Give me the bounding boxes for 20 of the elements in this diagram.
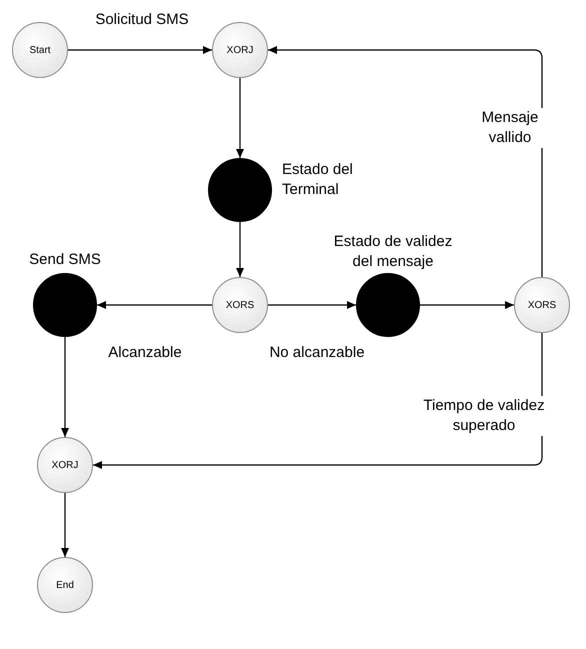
arrow	[61, 337, 69, 437]
node-label: XORS	[528, 298, 556, 312]
arrow	[236, 222, 244, 277]
edge-label: Tiempo de validez superado	[422, 396, 546, 436]
state-label: Estado de validez del mensaje	[332, 232, 454, 272]
arrow	[236, 78, 244, 158]
state-label: Send SMS	[28, 250, 102, 270]
arrow	[68, 46, 212, 54]
arrow	[268, 301, 356, 309]
node-label: XORJ	[52, 458, 78, 472]
node-label: XORJ	[226, 44, 254, 58]
arrow	[93, 333, 543, 469]
state-label: Estado del Terminal	[282, 160, 354, 200]
node-label: End	[56, 578, 74, 592]
node-label: XORS	[226, 298, 254, 312]
arrow	[268, 46, 543, 277]
node-label: Start	[29, 44, 51, 58]
arrow	[61, 493, 69, 557]
arrow	[97, 301, 212, 309]
arrow	[420, 301, 514, 309]
